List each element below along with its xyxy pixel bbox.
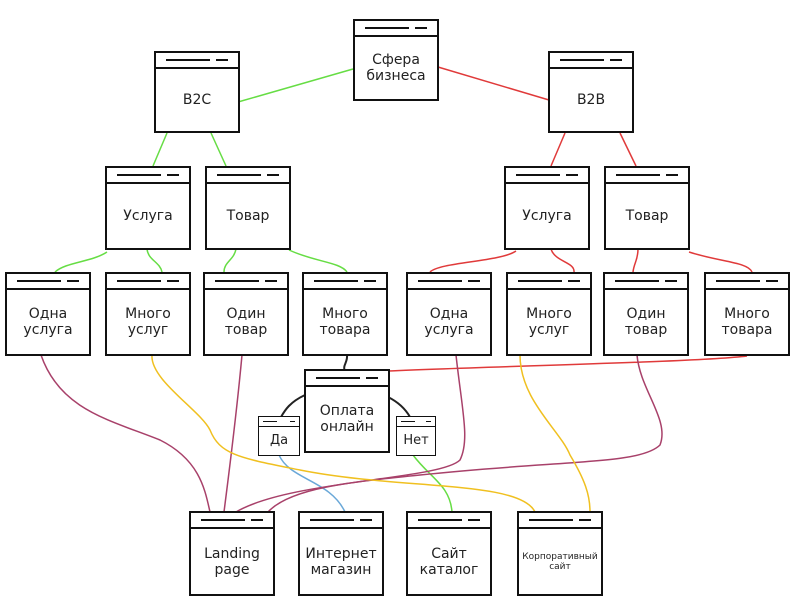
node-yes: Да bbox=[258, 416, 300, 456]
node-b2c-many-services: Много услуг bbox=[105, 272, 191, 356]
node-label: Интернет магазин bbox=[305, 545, 377, 578]
node-label: Сайт каталог bbox=[419, 545, 479, 578]
node-corporate-site: Корпоративный сайт bbox=[517, 511, 603, 596]
node-label: B2B bbox=[576, 92, 606, 108]
node-b2b-one-product: Один товар bbox=[603, 272, 689, 356]
connector-b2b-product bbox=[619, 132, 637, 167]
connector-b2c-product bbox=[210, 132, 227, 167]
node-b2c-product: Товар bbox=[205, 166, 291, 250]
node-catalog-site: Сайт каталог bbox=[406, 511, 492, 596]
connector-b2c-many-services-corporate bbox=[151, 354, 536, 513]
node-label: Много услуг bbox=[125, 306, 171, 338]
node-label: Landing page bbox=[204, 545, 260, 578]
connector-b2c-service bbox=[152, 132, 168, 167]
connector-b2c-product-one bbox=[223, 248, 237, 273]
connector-b2c-one-product-landing bbox=[223, 354, 243, 513]
connector-b2b-one-service-landing bbox=[235, 354, 466, 513]
node-label: Оплата онлайн bbox=[319, 403, 375, 435]
node-label: Много товара bbox=[721, 306, 773, 338]
node-label: Товар bbox=[625, 208, 669, 224]
node-label: Услуга bbox=[522, 208, 572, 224]
connector-root-b2b bbox=[437, 66, 550, 101]
node-label: B2C bbox=[182, 92, 212, 108]
node-root: Сфера бизнеса bbox=[353, 19, 439, 101]
connector-yes-shop bbox=[278, 454, 346, 513]
connector-b2b-service-many bbox=[550, 248, 575, 273]
node-b2b-service: Услуга bbox=[504, 166, 590, 250]
node-landing-page: Landing page bbox=[189, 511, 275, 596]
node-label: Один товар bbox=[624, 306, 668, 338]
connector-b2b-service-one bbox=[429, 250, 517, 273]
connector-b2c-service-many bbox=[146, 248, 163, 273]
node-label: Одна услуга bbox=[424, 306, 474, 338]
connector-root-b2c bbox=[237, 68, 354, 103]
node-label: Много услуг bbox=[526, 306, 572, 338]
connector-no-catalog bbox=[412, 454, 453, 513]
node-online-shop: Интернет магазин bbox=[298, 511, 384, 596]
connector-b2b-one-product-landing bbox=[267, 354, 663, 513]
node-label: Корпоративный сайт bbox=[522, 551, 598, 572]
connector-b2c-one-service-landing bbox=[40, 354, 211, 513]
connector-b2c-product-many bbox=[288, 249, 348, 273]
node-label: Нет bbox=[403, 433, 429, 448]
connector-b2c-service-one bbox=[54, 251, 108, 273]
node-b2c-many-products: Много товара bbox=[302, 272, 388, 356]
node-b2c-one-product: Один товар bbox=[203, 272, 289, 356]
connector-payment-yes bbox=[280, 394, 306, 418]
node-label: Да bbox=[269, 433, 289, 448]
connector-b2b-service bbox=[550, 132, 566, 167]
node-label: Много товара bbox=[319, 306, 371, 338]
node-label: Сфера бизнеса bbox=[366, 52, 426, 84]
node-label: Товар bbox=[226, 208, 270, 224]
node-no: Нет bbox=[396, 416, 436, 456]
node-b2c-service: Услуга bbox=[105, 166, 191, 250]
connector-b2b-product-many bbox=[688, 251, 753, 273]
node-b2b-one-service: Одна услуга bbox=[406, 272, 492, 356]
connector-b2b-many-products-payment bbox=[387, 355, 748, 372]
node-b2c: B2C bbox=[154, 51, 240, 133]
node-b2b: B2B bbox=[548, 51, 634, 133]
node-b2c-one-service: Одна услуга bbox=[5, 272, 91, 356]
connector-b2b-product-one bbox=[632, 248, 639, 273]
node-b2b-many-services: Много услуг bbox=[506, 272, 592, 356]
node-label: Услуга bbox=[123, 208, 173, 224]
node-label: Одна услуга bbox=[23, 306, 73, 338]
node-label: Один товар bbox=[224, 306, 268, 338]
connector-b2b-many-services-corporate bbox=[519, 354, 591, 513]
node-b2b-product: Товар bbox=[604, 166, 690, 250]
node-online-payment: Оплата онлайн bbox=[304, 369, 390, 453]
connector-payment-no bbox=[387, 396, 411, 418]
node-b2b-many-products: Много товара bbox=[704, 272, 790, 356]
